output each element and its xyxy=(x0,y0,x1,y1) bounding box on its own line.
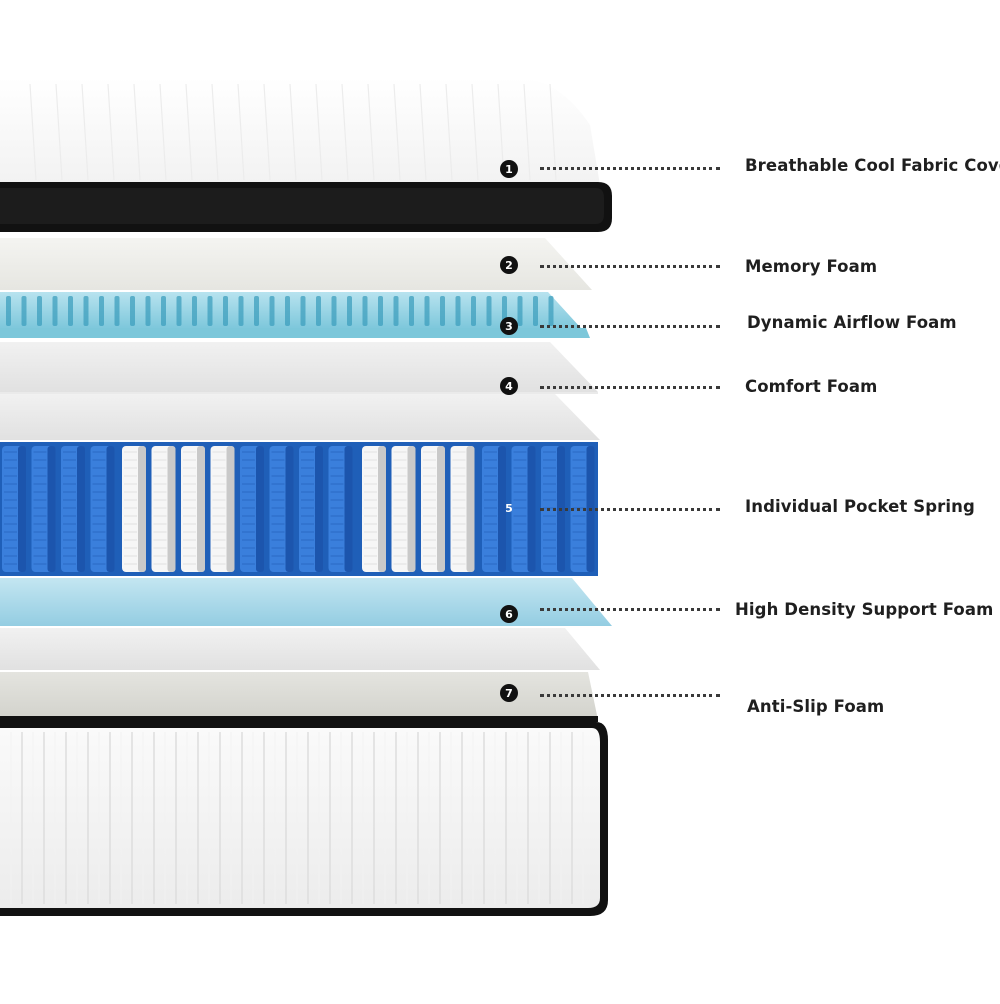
badge-4: 4 xyxy=(500,377,518,395)
layer-pocket-spring xyxy=(0,442,598,576)
badge-3: 3 xyxy=(500,317,518,335)
layer-memory-foam xyxy=(0,238,592,290)
layer-base-foam xyxy=(0,628,600,670)
label-support-foam: High Density Support Foam xyxy=(735,600,994,619)
label-fabric-cover: Breathable Cool Fabric Cover xyxy=(745,156,1000,175)
leader-line-4 xyxy=(540,386,720,389)
badge-7: 7 xyxy=(500,684,518,702)
label-memory-foam: Memory Foam xyxy=(745,257,878,276)
label-airflow-foam: Dynamic Airflow Foam xyxy=(747,313,957,332)
badge-2: 2 xyxy=(500,256,518,274)
airflow-slots xyxy=(6,296,554,326)
label-anti-slip-foam: Anti-Slip Foam xyxy=(747,697,885,716)
leader-line-3 xyxy=(540,325,720,328)
leader-line-5 xyxy=(540,508,720,511)
layer-fabric-cover xyxy=(0,78,612,232)
badge-6: 6 xyxy=(500,605,518,623)
label-comfort-foam: Comfort Foam xyxy=(745,377,878,396)
badge-1: 1 xyxy=(500,160,518,178)
spring-columns xyxy=(2,446,595,572)
leader-line-6 xyxy=(540,608,720,611)
layer-airflow-foam xyxy=(0,292,590,338)
layer-comfort-foam xyxy=(0,342,600,440)
layer-anti-slip-foam xyxy=(0,672,598,722)
cover-quilt-stripes xyxy=(29,83,557,181)
base-quilt-stripes xyxy=(10,732,584,904)
mattress-base xyxy=(0,722,608,916)
leader-line-2 xyxy=(540,265,720,268)
leader-line-1 xyxy=(540,167,720,170)
leader-line-7 xyxy=(540,694,720,697)
badge-5: 5 xyxy=(505,501,513,515)
label-pocket-spring: Individual Pocket Spring xyxy=(745,497,975,516)
layer-support-foam xyxy=(0,578,612,626)
